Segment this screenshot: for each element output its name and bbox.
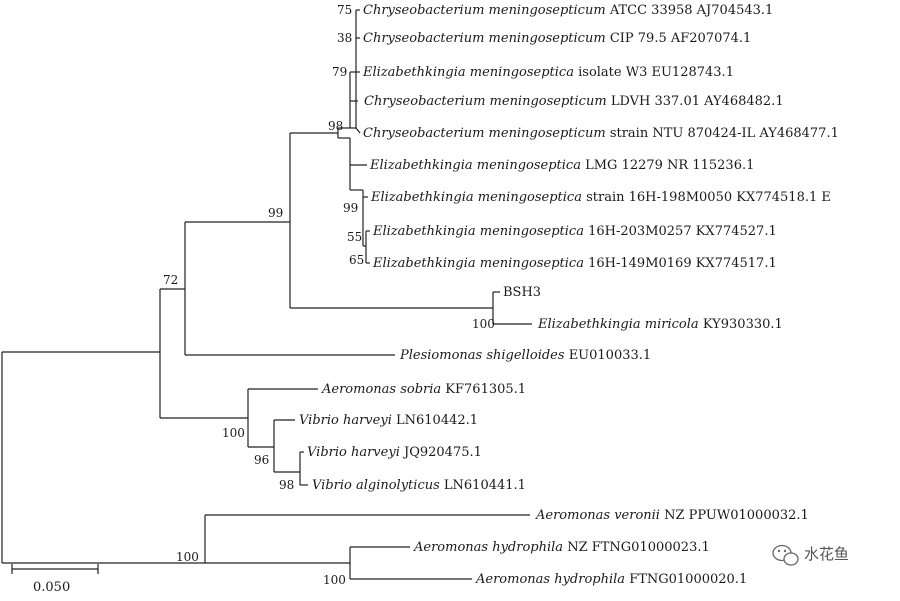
leaf-label: Elizabethkingia meningoseptica strain 16… <box>370 190 831 205</box>
bootstrap-value: 98 <box>279 478 294 492</box>
leaf-labels: Chryseobacterium meningosepticum ATCC 33… <box>299 3 839 587</box>
leaf-label: BSH3 <box>503 285 541 300</box>
bootstrap-value: 38 <box>337 31 352 45</box>
bootstrap-value: 100 <box>222 426 245 440</box>
leaf-label: Elizabethkingia meningoseptica 16H-203M0… <box>372 224 777 239</box>
bootstrap-value: 55 <box>347 230 362 244</box>
leaf-label: Elizabethkingia meningoseptica LMG 12279… <box>369 158 754 173</box>
bootstrap-value: 79 <box>332 65 347 79</box>
wechat-icon <box>772 544 799 566</box>
tree-branches <box>1 9 532 580</box>
bootstrap-value: 65 <box>349 253 364 267</box>
leaf-label: Chryseobacterium meningosepticum CIP 79.… <box>363 31 751 46</box>
bootstrap-value: 98 <box>328 119 343 133</box>
bootstrap-value: 100 <box>176 550 199 564</box>
leaf-label: Elizabethkingia meningoseptica 16H-149M0… <box>372 256 777 271</box>
bootstrap-values: 75 38 79 98 99 55 65 99 100 72 100 96 98… <box>163 3 495 587</box>
leaf-label: Vibrio harveyi LN610442.1 <box>299 413 478 428</box>
leaf-label: Chryseobacterium meningosepticum strain … <box>363 126 839 141</box>
leaf-label: Elizabethkingia miricola KY930330.1 <box>537 317 783 332</box>
bootstrap-value: 96 <box>254 453 269 467</box>
leaf-label: Plesiomonas shigelloides EU010033.1 <box>399 348 651 363</box>
leaf-label: Aeromonas hydrophila NZ FTNG01000023.1 <box>413 540 710 555</box>
scale-bar-label: 0.050 <box>33 580 70 595</box>
bootstrap-value: 100 <box>323 573 346 587</box>
watermark: 水花鱼 <box>772 544 849 566</box>
leaf-label: Vibrio harveyi JQ920475.1 <box>307 445 482 460</box>
leaf-label: Aeromonas hydrophila FTNG01000020.1 <box>475 572 747 587</box>
bootstrap-value: 99 <box>343 201 358 215</box>
leaf-label: Aeromonas veronii NZ PPUW01000032.1 <box>535 508 809 523</box>
bootstrap-value: 75 <box>337 3 352 17</box>
leaf-label: Chryseobacterium meningosepticum ATCC 33… <box>363 3 773 18</box>
leaf-label: Elizabethkingia meningoseptica isolate W… <box>362 65 734 80</box>
scale-bar: 0.050 <box>11 564 99 595</box>
bootstrap-value: 72 <box>163 273 178 287</box>
bootstrap-value: 100 <box>472 317 495 331</box>
watermark-text: 水花鱼 <box>804 545 849 563</box>
leaf-label: Aeromonas sobria KF761305.1 <box>321 382 526 397</box>
leaf-label: Chryseobacterium meningosepticum LDVH 33… <box>364 94 784 109</box>
bootstrap-value: 99 <box>268 206 283 220</box>
leaf-label: Vibrio alginolyticus LN610441.1 <box>312 478 526 493</box>
branch <box>355 127 361 134</box>
